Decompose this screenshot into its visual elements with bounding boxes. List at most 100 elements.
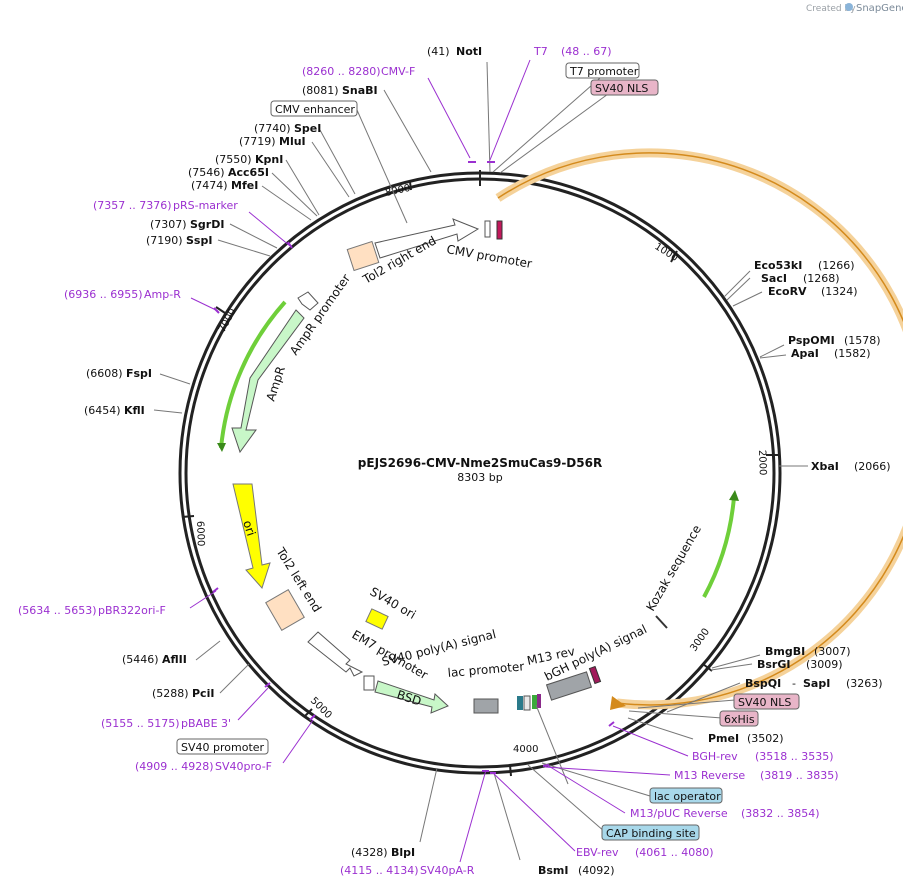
- site-acc65i-pos: (7546): [188, 166, 225, 179]
- cmv-enhancer-text: CMV enhancer: [275, 103, 355, 116]
- primer-bghrev-name[interactable]: BGH-rev: [692, 750, 738, 763]
- site-sapi-name[interactable]: SapI: [803, 677, 830, 690]
- primer-sv40prof-name[interactable]: SV40pro-F: [215, 760, 272, 773]
- tick-3000: 3000: [688, 627, 712, 654]
- site-bsmi-name[interactable]: BsmI: [538, 864, 569, 877]
- site-ecorv-name[interactable]: EcoRV: [768, 285, 807, 298]
- primer-ebvrev-range: (4061 .. 4080): [635, 846, 714, 859]
- site-apai-pos: (1582): [834, 347, 871, 360]
- primer-t7-name[interactable]: T7: [533, 45, 548, 58]
- tick-marks: [181, 170, 778, 777]
- site-aflii-name[interactable]: AflII: [162, 653, 187, 666]
- lac-promoter-feature[interactable]: [523, 695, 531, 711]
- primer-m13puc-name[interactable]: M13/pUC Reverse: [630, 807, 728, 820]
- cas9-arc[interactable]: [495, 148, 903, 710]
- cap-feature[interactable]: [532, 695, 537, 709]
- ampr-label: AmpR: [264, 364, 288, 402]
- ampr-feature[interactable]: [231, 309, 305, 454]
- primer-t7-range: (48 .. 67): [561, 45, 612, 58]
- primer-ebvrev-name[interactable]: EBV-rev: [576, 846, 619, 859]
- site-eco53ki-name[interactable]: Eco53kI: [754, 259, 802, 272]
- site-sspi-pos: (7190): [146, 234, 183, 247]
- site-acc65i-name[interactable]: Acc65I: [228, 166, 269, 179]
- primer-m13rev-range: (3819 .. 3835): [760, 769, 839, 782]
- site-pcii-name[interactable]: PciI: [192, 687, 214, 700]
- site-kpni-name[interactable]: KpnI: [255, 153, 283, 166]
- ori-feature[interactable]: [232, 483, 271, 589]
- kozak-feature[interactable]: [655, 615, 668, 629]
- site-mfei-name[interactable]: MfeI: [231, 179, 258, 192]
- green-arrowhead-icon: [729, 490, 739, 501]
- site-spei-pos: (7740): [254, 122, 291, 135]
- bsd-feature[interactable]: [374, 680, 449, 714]
- site-mlui-pos: (7719): [239, 135, 276, 148]
- sv40-nls-top-box[interactable]: [590, 79, 659, 96]
- site-bspqi-pos: (3263): [846, 677, 883, 690]
- sv40-ori-feature[interactable]: [365, 608, 389, 630]
- site-saci-name[interactable]: SacI: [761, 272, 787, 285]
- cmv-promoter-label: CMV promoter: [445, 242, 533, 271]
- primer-sv40prof-range: (4909 .. 4928): [135, 760, 214, 773]
- primer-sv40par-name[interactable]: SV40pA-R: [420, 864, 475, 877]
- cmv-enhancer-box[interactable]: [270, 100, 358, 117]
- sixhis-box[interactable]: [719, 710, 759, 727]
- sv40-nls-feature[interactable]: [496, 220, 503, 240]
- cap-binding-site-box[interactable]: [601, 824, 700, 841]
- primer-pbabe-range: (5155 .. 5175): [101, 717, 180, 730]
- m13-rev-feature[interactable]: [537, 694, 541, 708]
- site-mfei-pos: (7474): [191, 179, 228, 192]
- primer-ampr-name[interactable]: Amp-R: [144, 288, 181, 301]
- tick-4000: 4000: [513, 744, 538, 755]
- tol2-right-feature[interactable]: [346, 240, 380, 272]
- tol2-left-feature[interactable]: [265, 588, 305, 632]
- primer-m13rev-name[interactable]: M13 Reverse: [674, 769, 745, 782]
- primer-ampr-range: (6936 .. 6955): [64, 288, 143, 301]
- site-spei-name[interactable]: SpeI: [294, 122, 321, 135]
- primer-pbr322-name[interactable]: pBR322ori-F: [98, 604, 166, 617]
- cas9-arc-edge: [497, 152, 903, 706]
- nls-green-arrow: [702, 496, 736, 598]
- site-sspi-name[interactable]: SspI: [186, 234, 212, 247]
- site-sgrdi-name[interactable]: SgrDI: [190, 218, 224, 231]
- tick-8000: 8000: [384, 183, 411, 199]
- site-bsrgi-pos: (3009): [806, 658, 843, 671]
- site-bmgbi-name[interactable]: BmgBI: [765, 645, 805, 658]
- site-ecorv-pos: (1324): [821, 285, 858, 298]
- primer-cmvf-name[interactable]: CMV-F: [381, 65, 415, 78]
- site-noti-name[interactable]: NotI: [456, 45, 482, 58]
- em7-promoter-feature[interactable]: [307, 631, 364, 677]
- sixhis-feature[interactable]: [588, 665, 602, 685]
- site-noti-pos: (41): [427, 45, 450, 58]
- tick-2000: 2000: [756, 450, 768, 476]
- created-by-text: Created by: [806, 4, 856, 14]
- site-fspi-name[interactable]: FspI: [126, 367, 152, 380]
- t7-promoter-box[interactable]: [565, 62, 640, 79]
- site-bsrgi-name[interactable]: BsrGI: [757, 658, 790, 671]
- primer-pbabe-name[interactable]: pBABE 3': [181, 717, 231, 730]
- bgh-polya-feature[interactable]: [545, 671, 593, 701]
- t7-promoter-feature[interactable]: [484, 220, 491, 238]
- ori-label: ori: [240, 519, 258, 538]
- lac-operator-box[interactable]: [649, 787, 723, 804]
- site-mlui-name[interactable]: MluI: [279, 135, 306, 148]
- site-apai-name[interactable]: ApaI: [791, 347, 819, 360]
- sv40-polya-feature[interactable]: [473, 698, 499, 714]
- site-fspi-pos: (6608): [86, 367, 123, 380]
- primer-prs-name[interactable]: pRS-marker: [173, 199, 238, 212]
- site-xbai-name[interactable]: XbaI: [811, 460, 839, 473]
- site-snabi-name[interactable]: SnaBI: [342, 84, 378, 97]
- plasmid-name: pEJS2696-CMV-Nme2SmuCas9-D56R: [358, 456, 602, 470]
- cmv-promoter-feature[interactable]: [374, 218, 480, 259]
- site-pmei-name[interactable]: PmeI: [708, 732, 739, 745]
- site-bspqi-name[interactable]: BspQI: [745, 677, 781, 690]
- sv40-promoter-box[interactable]: [176, 738, 269, 755]
- snapgene-brand: SnapGene: [856, 3, 903, 14]
- sv40-nls-right-box[interactable]: [733, 693, 800, 710]
- lac-operator-feature[interactable]: [517, 696, 523, 710]
- site-kfli-name[interactable]: KflI: [124, 404, 145, 417]
- site-pspomi-name[interactable]: PspOMI: [788, 334, 835, 347]
- site-blpi-name[interactable]: BlpI: [391, 846, 415, 859]
- sv40-promoter-text: SV40 promoter: [181, 741, 265, 754]
- lac-promoter-label: lac promoter: [447, 659, 525, 680]
- ampr-promoter-feature[interactable]: [297, 291, 319, 311]
